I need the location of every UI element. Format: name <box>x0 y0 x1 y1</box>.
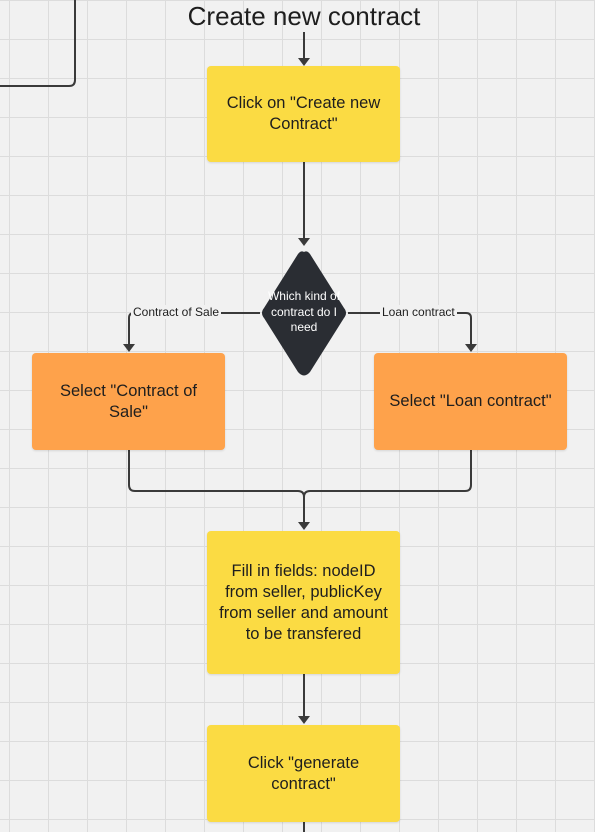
fill-in-fields-step[interactable]: Fill in fields: nodeID from seller, publ… <box>207 531 400 674</box>
arrowhead-icon <box>298 238 310 246</box>
step-label: Click "generate contract" <box>247 753 360 793</box>
arrow-sale-to-fill <box>128 450 305 498</box>
click-create-contract-step[interactable]: Click on "Create new Contract" <box>207 66 400 162</box>
step-label: Fill in fields: nodeID from seller, publ… <box>219 561 388 643</box>
decision-label: Which kind of contract do I need <box>267 289 341 334</box>
arrowhead-icon <box>298 716 310 724</box>
step-label: Click on "Create new Contract" <box>226 94 381 133</box>
step-label: Select "Loan contract" <box>389 392 552 410</box>
generate-contract-step[interactable]: Click "generate contract" <box>207 725 400 822</box>
step-label: Select "Contract of Sale" <box>59 381 197 421</box>
arrow-loan-to-fill <box>303 450 472 498</box>
arrowhead-icon <box>465 344 477 352</box>
arrow-decision-to-loan <box>348 312 472 346</box>
arrowhead-icon <box>298 522 310 530</box>
select-contract-of-sale-step[interactable]: Select "Contract of Sale" <box>32 353 225 450</box>
edge-label-contract-of-sale: Contract of Sale <box>131 305 222 319</box>
decision-diamond <box>262 251 346 376</box>
select-loan-contract-step[interactable]: Select "Loan contract" <box>374 353 567 450</box>
page-title: Create new contract <box>187 1 421 31</box>
offscreen-connector <box>0 0 76 87</box>
edge-label-loan-contract: Loan contract <box>380 305 457 319</box>
arrowhead-icon <box>123 344 135 352</box>
arrowhead-icon <box>298 58 310 66</box>
